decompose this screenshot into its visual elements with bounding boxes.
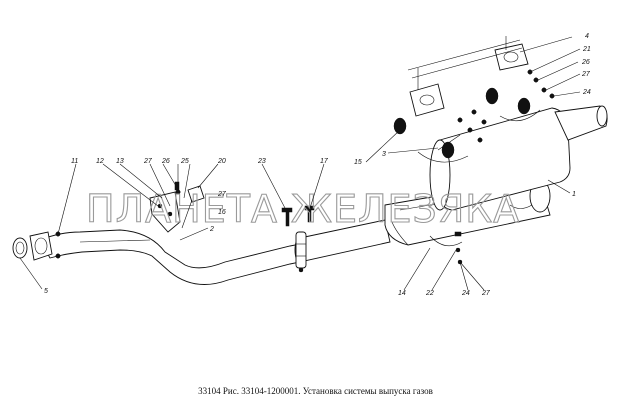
- figure-caption: 33104 Рис. 33104-1200001. Установка сист…: [198, 386, 433, 396]
- callout-27-b: 27: [217, 191, 227, 198]
- callout-12: 12: [96, 158, 104, 165]
- fasteners: [457, 69, 555, 143]
- callout-26-a: 26: [161, 158, 170, 165]
- callouts: 11 12 13 27 26 25 20 27 16 2 5 23 17 15 …: [44, 33, 591, 297]
- callout-16: 16: [218, 209, 226, 216]
- callout-22: 22: [425, 290, 434, 297]
- callout-3: 3: [382, 151, 386, 158]
- watermark: ПЛАНЕТА ЖЕЛЕЗЯКА: [86, 187, 520, 231]
- callout-20: 20: [217, 158, 226, 165]
- front-bracket: [149, 181, 205, 233]
- callout-5: 5: [44, 288, 48, 295]
- callout-21: 21: [582, 46, 591, 53]
- callout-13: 13: [116, 158, 124, 165]
- callout-14: 14: [398, 290, 406, 297]
- callout-24-a: 24: [582, 89, 591, 96]
- callout-4: 4: [585, 33, 589, 40]
- leader-lines: [19, 36, 581, 291]
- clamp-bolt: [281, 205, 315, 227]
- pipe-clamp: [295, 231, 307, 273]
- callout-11: 11: [71, 158, 78, 165]
- callout-27-c: 27: [581, 71, 591, 78]
- front-flange: [29, 231, 61, 261]
- callout-2: 2: [209, 226, 214, 233]
- callout-17: 17: [320, 158, 329, 165]
- main-muffler: [429, 105, 608, 211]
- front-pipe: [39, 229, 301, 285]
- callout-27-a: 27: [143, 158, 153, 165]
- callout-24-b: 24: [461, 290, 470, 297]
- callout-27-d: 27: [481, 290, 491, 297]
- callout-25: 25: [180, 158, 189, 165]
- callout-1: 1: [572, 191, 576, 198]
- flange-gasket: [12, 237, 28, 259]
- callout-15: 15: [354, 159, 362, 166]
- callout-23: 23: [257, 158, 266, 165]
- rubber-cushions: [393, 87, 531, 159]
- callout-26-b: 26: [581, 59, 590, 66]
- upper-hangers: [407, 36, 529, 117]
